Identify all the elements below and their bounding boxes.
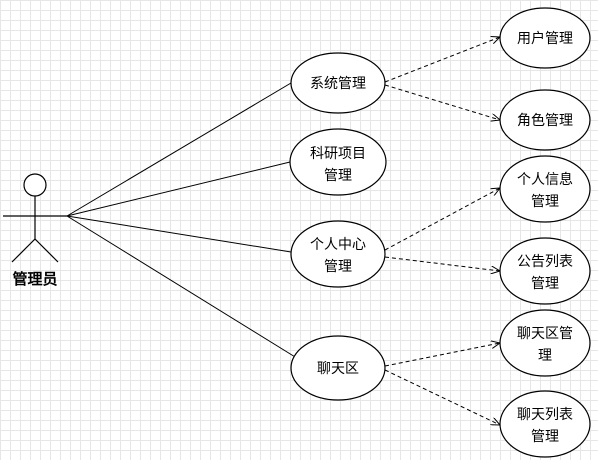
use-case-chat-area-mgmt[interactable]: 聊天区管 理	[499, 309, 591, 377]
use-case-research-label-line1: 科研项目	[310, 146, 366, 162]
use-case-notice-mgmt-label-line2: 管理	[531, 276, 559, 292]
associations	[66, 82, 301, 361]
use-case-notice-mgmt[interactable]: 公告列表 管理	[499, 237, 591, 305]
use-case-notice-mgmt-label-line1: 公告列表	[517, 254, 573, 270]
use-case-research[interactable]: 科研项目 管理	[289, 128, 387, 196]
use-case-system[interactable]: 系统管理	[290, 52, 386, 114]
use-case-user-mgmt-label: 用户管理	[517, 30, 573, 47]
use-case-personal[interactable]: 个人中心 管理	[290, 220, 386, 288]
use-case-chat-area-mgmt-label-line1: 聊天区管	[517, 326, 573, 342]
arrow-system-user	[384, 37, 500, 83]
actor-head	[23, 173, 47, 197]
association-system	[66, 82, 292, 217]
use-case-personal-label-line2: 管理	[324, 259, 352, 275]
arrow-personal-notice	[384, 256, 500, 271]
arrow-chat-area	[384, 343, 500, 367]
use-case-profile-mgmt-label-line2: 管理	[531, 194, 559, 210]
actor-right-leg	[34, 238, 59, 263]
use-case-profile-mgmt-label-line1: 个人信息	[517, 171, 573, 188]
arrow-personal-profile	[384, 188, 500, 251]
actor-left-leg	[11, 238, 36, 263]
use-case-role-mgmt[interactable]: 角色管理	[499, 89, 591, 151]
actor-administrator[interactable]: 管理员	[3, 173, 67, 288]
arrow-chat-list	[384, 369, 500, 425]
actor-label: 管理员	[12, 270, 57, 288]
use-case-chat-list-mgmt-label-line1: 聊天列表	[517, 407, 573, 423]
use-case-chat-list-mgmt[interactable]: 聊天列表 管理	[499, 390, 591, 458]
use-case-research-label-line2: 管理	[324, 168, 352, 184]
use-case-chat[interactable]: 聊天区	[290, 335, 386, 401]
use-case-profile-mgmt[interactable]: 个人信息 管理	[499, 155, 591, 223]
use-case-chat-list-mgmt-label-line2: 管理	[531, 429, 559, 445]
use-case-user-mgmt[interactable]: 用户管理	[499, 7, 591, 69]
use-case-chat-area-mgmt-label-line2: 理	[538, 348, 552, 364]
use-case-personal-label-line1: 个人中心	[310, 237, 366, 253]
arrow-system-role	[384, 84, 500, 120]
association-research	[66, 161, 291, 217]
association-chat	[66, 215, 301, 361]
include-arrows	[384, 37, 500, 425]
use-case-system-label: 系统管理	[310, 76, 366, 92]
use-case-chat-label: 聊天区	[317, 361, 359, 377]
use-case-role-mgmt-label: 角色管理	[517, 112, 573, 129]
association-personal	[66, 215, 292, 253]
